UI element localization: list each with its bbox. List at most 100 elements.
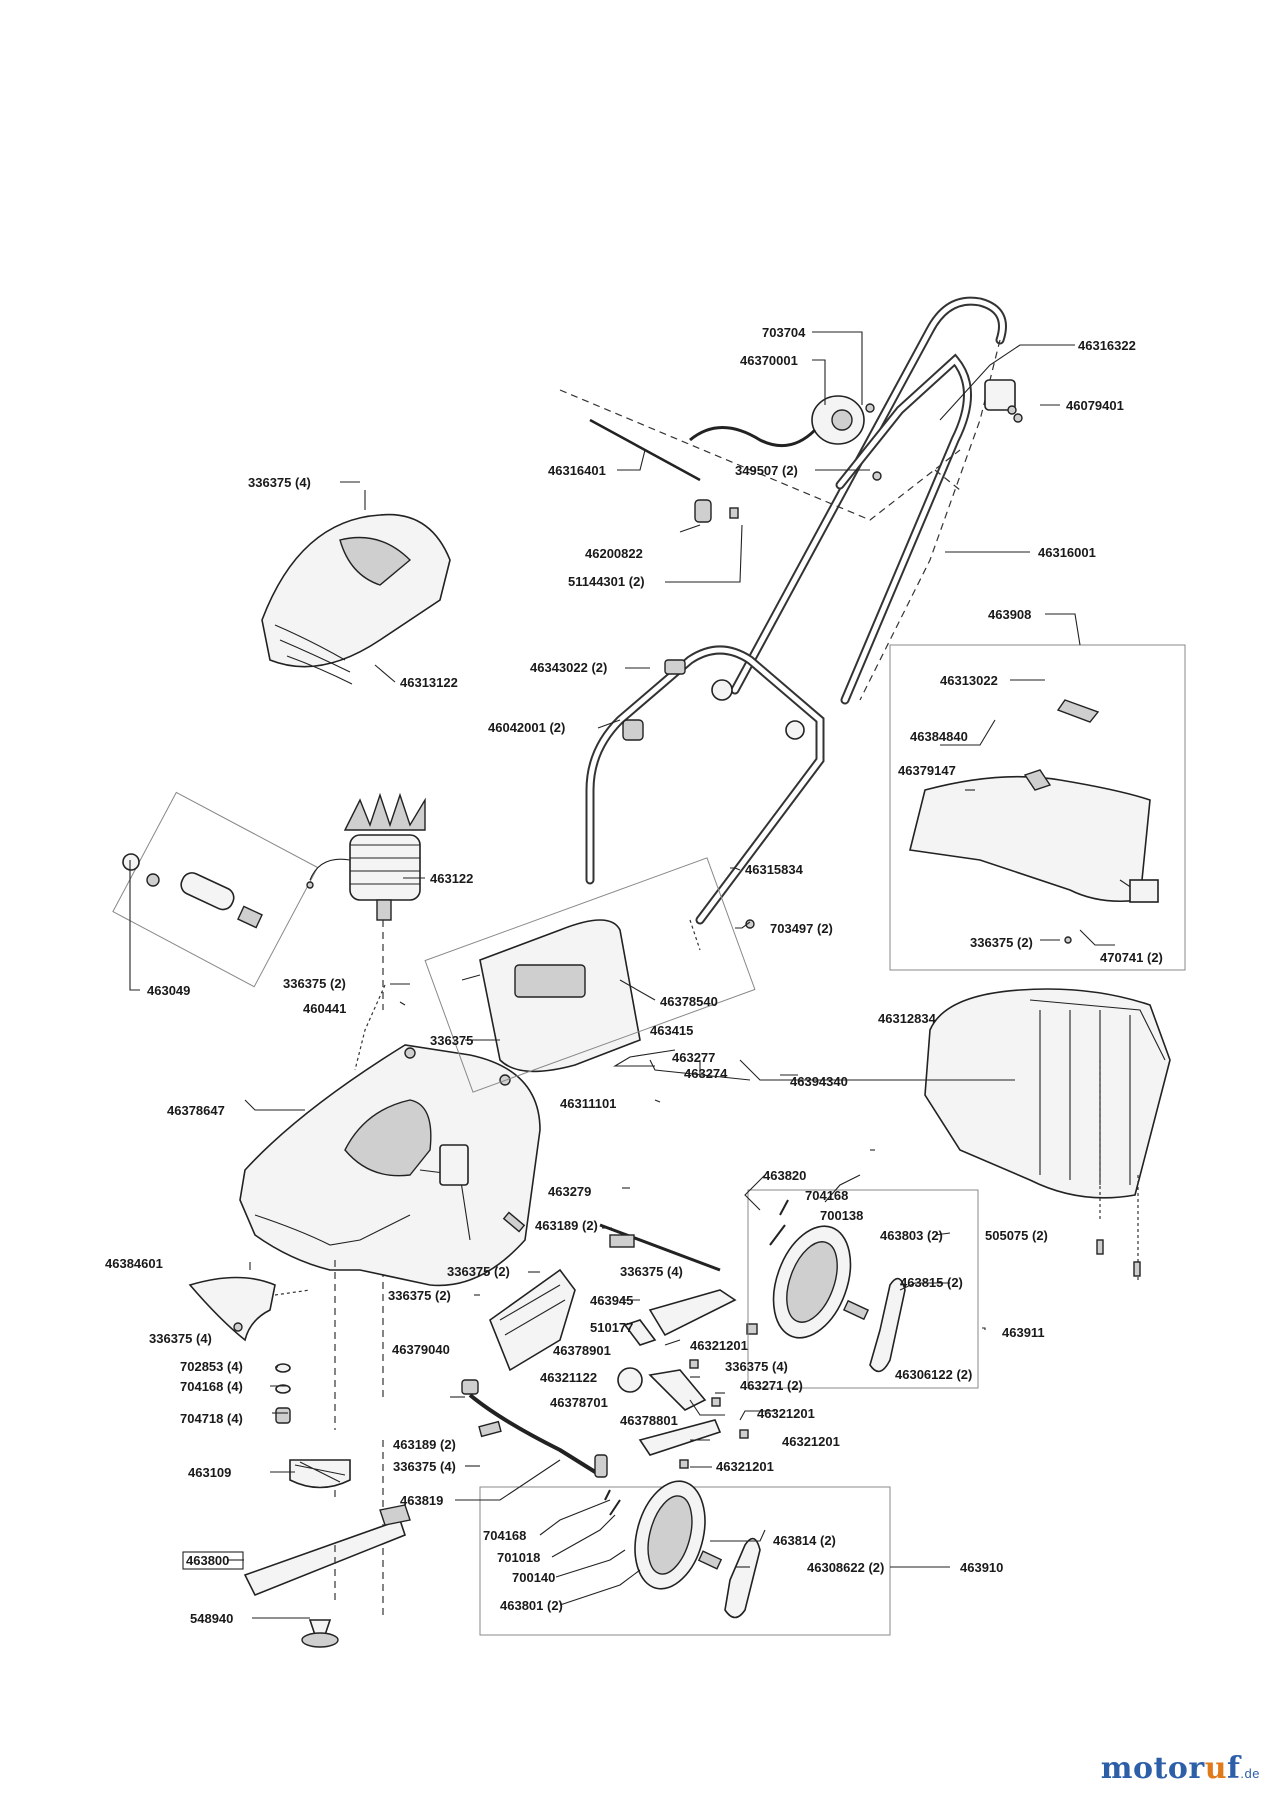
label-46378540: 46378540 [660,994,718,1009]
label-46394340: 46394340 [790,1074,848,1089]
label-703497: 703497 (2) [770,921,833,936]
label-46313022: 46313022 [940,673,998,688]
label-46384840: 46384840 [910,729,968,744]
label-704168-rear: 704168 [483,1528,526,1543]
label-51144301: 51144301 (2) [568,574,645,589]
deck-link-line [354,984,386,1071]
label-46384601: 46384601 [105,1256,163,1271]
label-463800-box [182,1551,244,1570]
label-463815: 463815 (2) [900,1275,963,1290]
label-46378647: 46378647 [167,1103,225,1118]
label-46079401: 46079401 [1066,398,1124,413]
label-505075: 505075 (2) [985,1228,1048,1243]
leader-lines [129,331,1115,1619]
label-463271: 463271 (2) [740,1378,803,1393]
label-701018: 701018 [497,1550,540,1565]
label-463277: 463277 [672,1050,715,1065]
part-number-labels: 703704 46370001 46316322 46079401 463164… [105,325,1163,1626]
label-46379040: 46379040 [392,1342,450,1357]
label-336375-adjuster: 336375 (4) [620,1264,683,1279]
label-46379147: 46379147 [898,763,956,778]
label-336375-axle: 336375 (4) [393,1459,456,1474]
label-463279: 463279 [548,1184,591,1199]
label-463814: 463814 (2) [773,1533,836,1548]
label-46316401: 46316401 [548,463,606,478]
label-463908: 463908 [988,607,1031,622]
label-700138: 700138 [820,1208,863,1223]
label-46343022: 46343022 (2) [530,660,607,675]
label-336375-motor: 336375 (2) [283,976,346,991]
label-336375-lever: 336375 (4) [725,1359,788,1374]
label-463819: 463819 [400,1493,443,1508]
label-46311101: 46311101 [560,1096,616,1111]
label-46315834: 46315834 [745,862,804,877]
label-46312834: 46312834 [878,1011,937,1026]
label-463803: 463803 (2) [880,1228,943,1243]
label-46306122: 46306122 (2) [895,1367,972,1382]
deck-drawing [239,1044,541,1287]
label-463415: 463415 [650,1023,693,1038]
motor-drawing [306,792,426,921]
label-336375-hood: 336375 (4) [248,475,311,490]
side-deflector-drawing [188,1276,311,1342]
label-46308622: 46308622 (2) [807,1560,884,1575]
label-702853: 702853 (4) [180,1359,243,1374]
hood-cover-drawing [261,490,451,685]
label-46313122: 46313122 [400,675,458,690]
capacitor-drawing [122,853,263,929]
brand-part3: f [1227,1751,1241,1786]
height-adjuster-drawing [502,1211,758,1469]
label-46378701: 46378701 [550,1395,608,1410]
label-463049: 463049 [147,983,190,998]
grass-box-lid-drawing [909,699,1159,944]
label-46321201-d: 46321201 [716,1459,774,1474]
label-46200822: 46200822 [585,546,643,561]
label-700140: 700140 [512,1570,555,1585]
label-463910: 463910 [960,1560,1003,1575]
label-463189-lower: 463189 (2) [393,1437,456,1452]
label-470741: 470741 (2) [1100,950,1163,965]
brand-tld: .de [1240,1766,1260,1781]
label-463801: 463801 (2) [500,1598,563,1613]
label-46321201-c: 46321201 [782,1434,840,1449]
label-463820: 463820 [763,1168,806,1183]
label-46316001: 46316001 [1038,545,1096,560]
label-46321122: 46321122 [540,1370,597,1385]
label-704718: 704718 (4) [180,1411,243,1426]
label-46042001: 46042001 (2) [488,720,565,735]
rear-flap-drawing [489,1268,576,1372]
label-463911: 463911 [1002,1325,1045,1340]
label-336375-deck: 336375 (2) [388,1288,451,1303]
grass-collector-drawing [924,988,1171,1280]
brand-part2: u [1204,1751,1228,1786]
label-349507: 349507 (2) [735,463,798,478]
mulch-plug-frame [424,857,756,1093]
blade-stack-drawing [233,1322,411,1648]
brand-logo: motoruf.de [1101,1751,1260,1786]
label-336375-plug: 336375 [430,1033,473,1048]
label-703704: 703704 [762,325,806,340]
front-wheel-drawing [769,1199,906,1373]
label-463122: 463122 [430,871,473,886]
rear-wheel-drawing [604,1480,761,1619]
front-wheel-frame [747,1189,979,1389]
label-463945: 463945 [590,1293,633,1308]
label-704168-blade: 704168 (4) [180,1379,243,1394]
label-46378801: 46378801 [620,1413,678,1428]
label-704168-front: 704168 [805,1188,848,1203]
grass-box-frame [889,644,1186,971]
label-336375-flap: 336375 (2) [447,1264,510,1279]
brand-part1: motor [1100,1751,1205,1786]
capacitor-frame [112,791,319,988]
mulch-plug-drawing [461,919,641,1073]
upper-handle-drawing [559,296,1007,705]
label-548940: 548940 [190,1611,233,1626]
label-510177: 510177 [590,1320,633,1335]
rear-axle-drawing [461,1379,608,1478]
label-46370001: 46370001 [740,353,798,368]
label-46321201-b: 46321201 [757,1406,815,1421]
label-336375-deflector: 336375 (4) [149,1331,212,1346]
label-463274: 463274 [684,1066,728,1081]
lower-handle-drawing [585,645,825,951]
